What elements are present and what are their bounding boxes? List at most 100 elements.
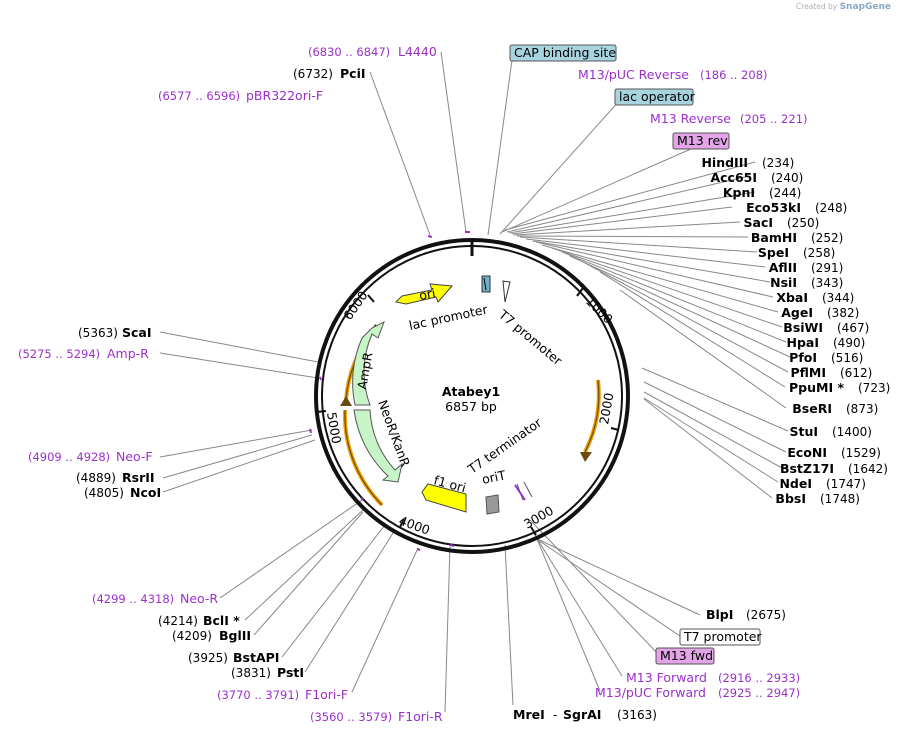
enzyme-position: (250) xyxy=(787,216,819,230)
tick-label-5000: 5000 xyxy=(324,411,344,445)
neor-primer-range: (4299 .. 4318) xyxy=(92,592,174,606)
mrei-pos: (3163) xyxy=(617,708,657,722)
enzyme-name: StuI xyxy=(789,424,818,439)
enzyme-position: (344) xyxy=(822,291,854,305)
lac-operator-box: lac operator xyxy=(614,88,696,106)
m13-reverse-name: M13 Reverse xyxy=(650,111,731,126)
rsrii-name: RsrII xyxy=(122,470,155,485)
enzyme-name: XbaI xyxy=(776,290,808,305)
enzyme-name: PflMI xyxy=(790,365,826,380)
m13-fwd-label: M13 fwd xyxy=(660,648,713,663)
m13puc-fwd-range: (2925 .. 2947) xyxy=(718,686,800,700)
bglii-name: BglII xyxy=(219,628,251,643)
enzyme-name: BbsI xyxy=(775,491,806,506)
enzyme-name: SacI xyxy=(744,215,774,230)
ncoi-pos: (4805) xyxy=(84,486,124,500)
enzyme-position: (244) xyxy=(769,186,801,200)
pbr322-name: pBR322ori-F xyxy=(246,88,323,103)
enzyme-name: EcoNI xyxy=(787,445,827,460)
enzyme-name: PfoI xyxy=(789,350,817,365)
enzyme-position: (1747) xyxy=(826,477,866,491)
enzyme-name: AflII xyxy=(769,260,797,275)
m13-forward-range: (2916 .. 2933) xyxy=(718,671,800,685)
pcii-name: PciI xyxy=(340,66,366,81)
enzyme-name: Acc65I xyxy=(710,170,757,185)
ncoi-name: NcoI xyxy=(130,485,161,500)
f1-ori-arrow: f1 ori xyxy=(421,472,468,513)
primer-marks xyxy=(309,231,470,551)
scai-pos: (5363) xyxy=(78,326,118,340)
right-enzyme-list: HindIII(234)Acc65I(240)KpnI(244)Eco53kI(… xyxy=(701,155,890,506)
orit-feature: oriT xyxy=(481,467,508,515)
m13puc-rev-name: M13/pUC Reverse xyxy=(578,67,689,82)
enzyme-name: BseRI xyxy=(792,401,832,416)
scai-name: ScaI xyxy=(122,325,152,340)
enzyme-name: NdeI xyxy=(779,476,812,491)
tick-label-3000: 3000 xyxy=(521,503,556,532)
enzyme-name: BamHI xyxy=(751,230,797,245)
bcli-name: BclI * xyxy=(203,613,240,628)
bstapi-pos: (3925) xyxy=(188,651,228,665)
bstapi-name: BstAPI xyxy=(233,650,279,665)
l4440-name: L4440 xyxy=(398,44,437,59)
enzyme-position: (1529) xyxy=(841,446,881,460)
pbr322-range: (6577 .. 6596) xyxy=(158,89,240,103)
mrei-dash: - xyxy=(553,708,557,722)
enzyme-name: PpuMI * xyxy=(789,380,844,395)
neor-primer-name: Neo-R xyxy=(180,591,218,606)
credit-prefix: Created by xyxy=(795,2,838,11)
blpi-name: BlpI xyxy=(706,607,733,622)
psti-pos: (3831) xyxy=(231,666,271,680)
m13-forward-name: M13 Forward xyxy=(626,670,707,685)
ori-label: ori xyxy=(418,285,437,303)
tick-label-2000: 2000 xyxy=(596,392,616,426)
enzyme-position: (240) xyxy=(771,171,803,185)
rsrii-pos: (4889) xyxy=(76,471,116,485)
mrei-name: MreI xyxy=(513,707,545,722)
m13-fwd-box: M13 fwd xyxy=(655,647,715,665)
leader-lines xyxy=(159,51,791,713)
t7-promoter-box-label: T7 promoter xyxy=(683,629,762,644)
credit: Created by SnapGene xyxy=(796,2,891,12)
tick-marks xyxy=(316,287,620,536)
bglii-pos: (4209) xyxy=(172,629,212,643)
neof-name: Neo-F xyxy=(116,449,153,464)
enzyme-position: (1748) xyxy=(820,492,860,506)
ampr-primer-range: (5275 .. 5294) xyxy=(18,347,100,361)
m13-reverse-range: (205 .. 221) xyxy=(740,112,808,126)
enzyme-position: (291) xyxy=(811,261,843,275)
cap-binding-label: CAP binding site xyxy=(514,45,616,60)
orit-label: oriT xyxy=(481,467,508,487)
plasmid-size: 6857 bp xyxy=(445,399,497,414)
f1ori-r-name: F1ori-R xyxy=(398,709,443,724)
neor-arrow: NeoR/KanR xyxy=(353,398,413,483)
enzyme-name: SpeI xyxy=(758,245,789,260)
enzyme-position: (248) xyxy=(815,201,847,215)
m13-rev-label: M13 rev xyxy=(677,133,728,148)
m13puc-fwd-name: M13/pUC Forward xyxy=(595,685,706,700)
enzyme-position: (258) xyxy=(803,246,835,260)
enzyme-position: (1642) xyxy=(848,462,888,476)
ampr-arrow: AmpR xyxy=(352,320,385,406)
cap-binding-box: CAP binding site xyxy=(509,44,617,62)
t7-promoter-label: T7 promoter xyxy=(495,306,565,369)
enzyme-position: (252) xyxy=(811,231,843,245)
bcli-pos: (4214) xyxy=(158,614,198,628)
enzyme-name: HindIII xyxy=(701,155,748,170)
f1ori-f-range: (3770 .. 3791) xyxy=(217,688,299,702)
ampr-label: AmpR xyxy=(354,351,375,391)
enzyme-name: HpaI xyxy=(787,335,820,350)
m13puc-rev-range: (186 .. 208) xyxy=(700,68,768,82)
psti-name: PstI xyxy=(277,665,304,680)
enzyme-position: (490) xyxy=(833,336,865,350)
enzyme-name: BstZ17I xyxy=(780,461,834,476)
l4440-range: (6830 .. 6847) xyxy=(308,45,390,59)
enzyme-position: (343) xyxy=(811,276,843,290)
f1ori-f-name: F1ori-F xyxy=(305,687,348,702)
enzyme-position: (873) xyxy=(846,402,878,416)
lac-operator-label: lac operator xyxy=(619,89,696,104)
enzyme-name: AgeI xyxy=(781,305,813,320)
neof-range: (4909 .. 4928) xyxy=(28,450,110,464)
enzyme-position: (382) xyxy=(827,306,859,320)
